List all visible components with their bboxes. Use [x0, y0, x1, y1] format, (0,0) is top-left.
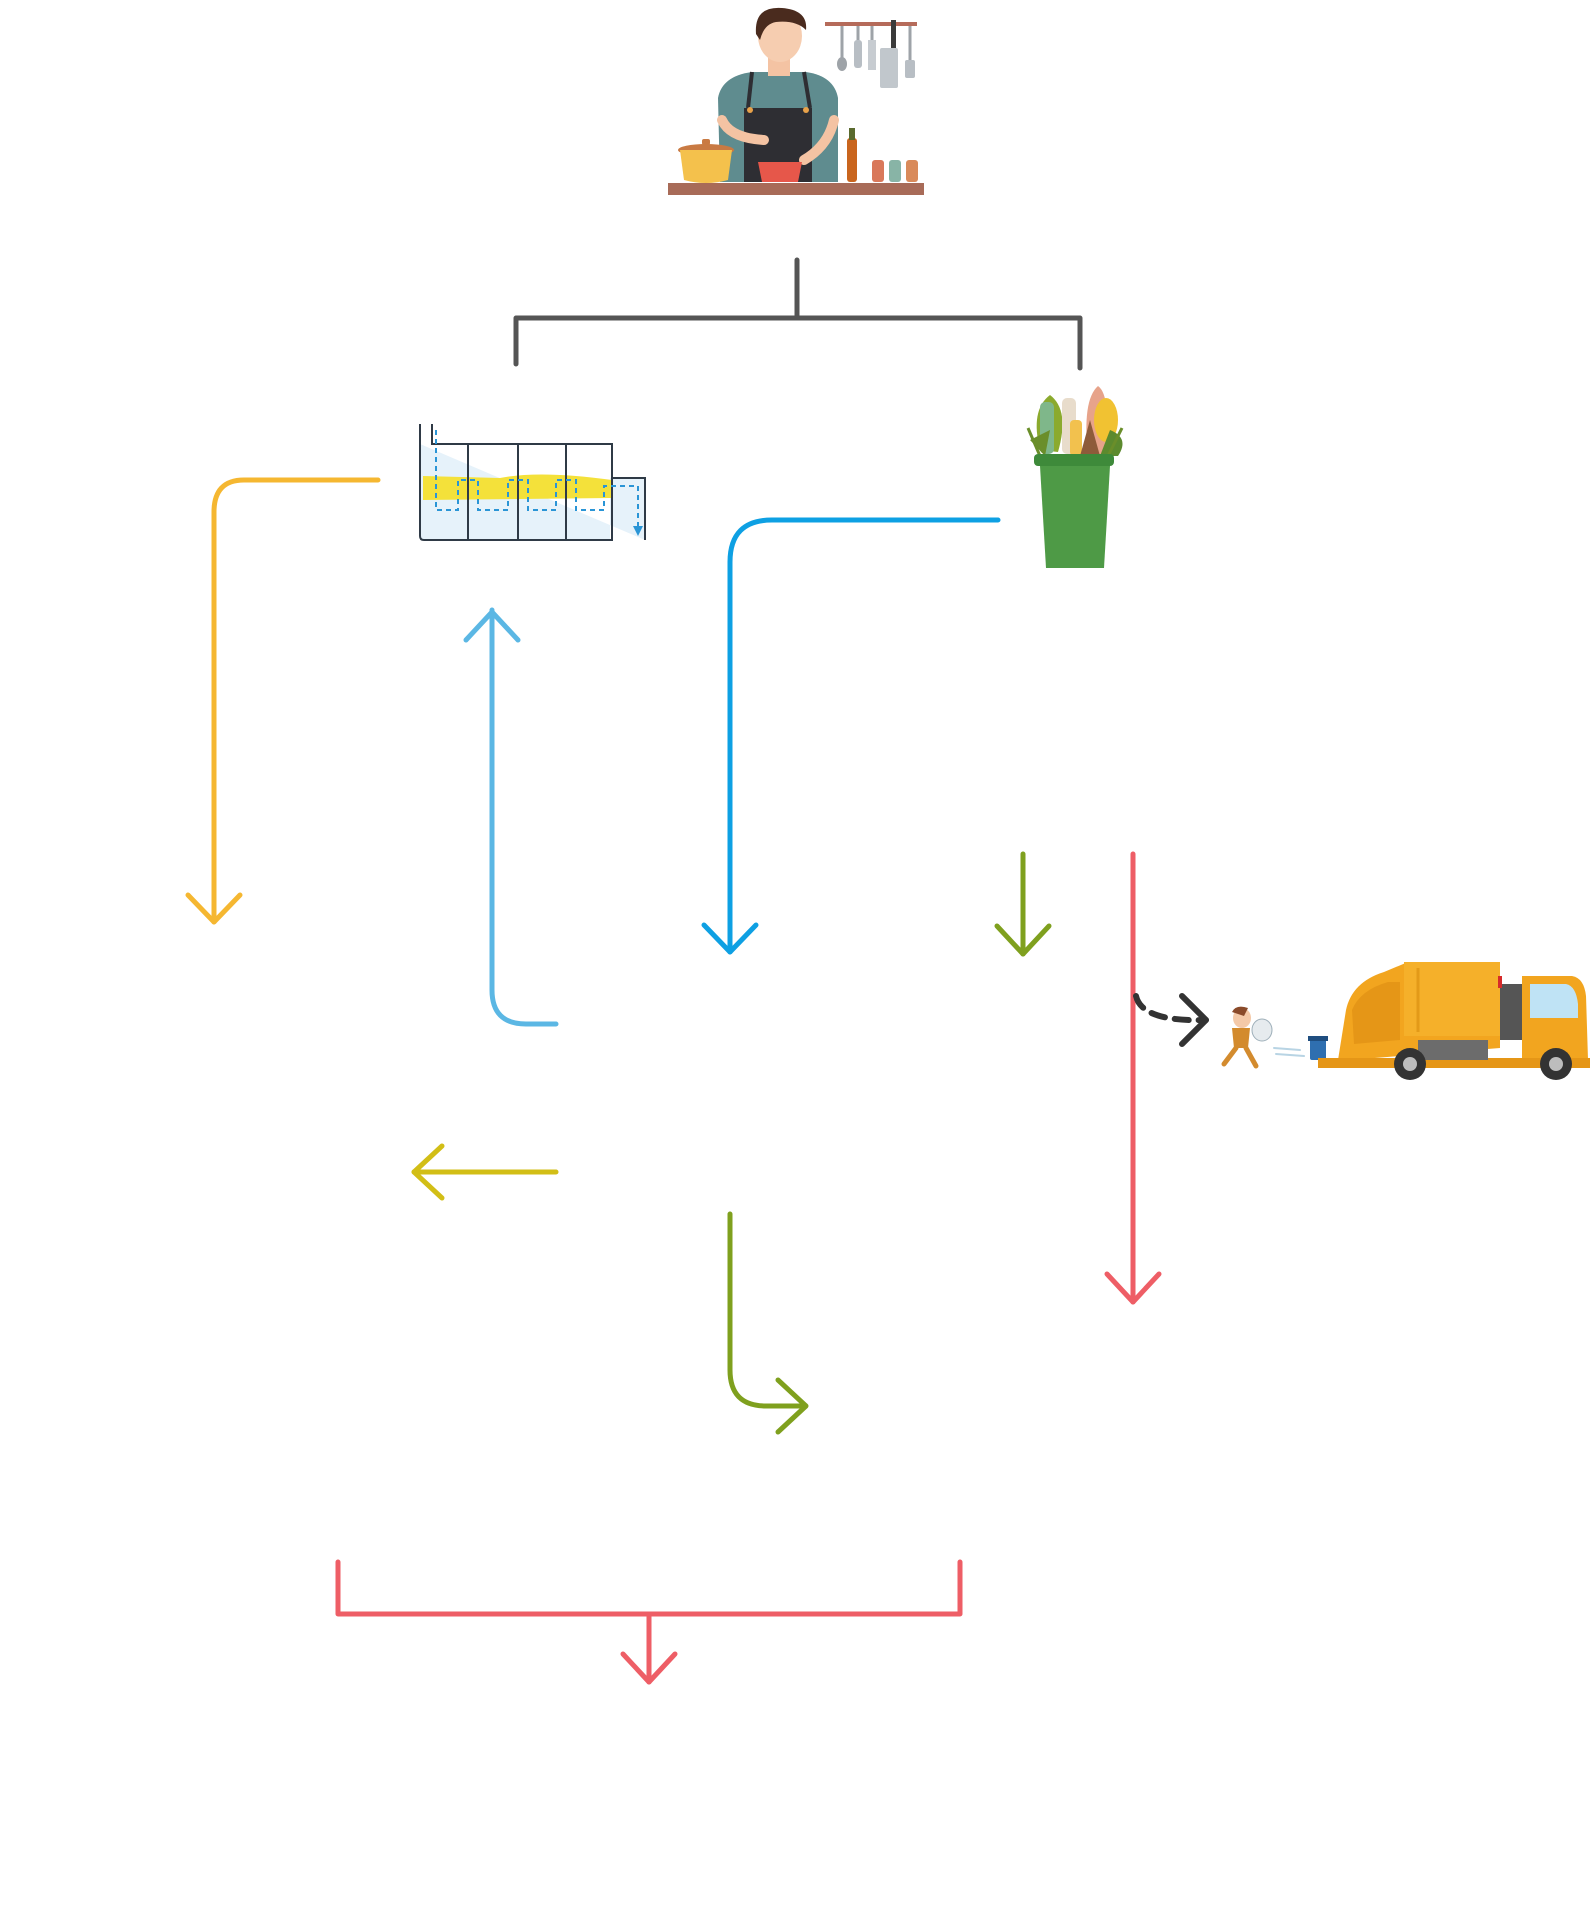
splitter-connector: [513, 257, 1083, 371]
red-down-arrow: [1104, 851, 1162, 1305]
olive-down-arrow: [994, 851, 1052, 957]
red-merge-arrow: [335, 1559, 963, 1685]
blue-flow-arrow: [701, 517, 1001, 955]
garbage-truck-icon: [1308, 962, 1590, 1080]
orange-flow-arrow: [185, 477, 381, 925]
grease-trap-icon: [419, 424, 646, 541]
person-carrying-trash-icon: [1221, 1006, 1305, 1069]
yellow-left-arrow: [411, 1143, 559, 1201]
olive-curved-arrow: [727, 1211, 809, 1435]
chef-cooking-icon: [668, 7, 924, 195]
dashed-pickup-arrow: [1133, 993, 1209, 1047]
green-food-waste-bin-icon: [1026, 386, 1124, 568]
light-blue-return-arrow: [463, 607, 559, 1027]
